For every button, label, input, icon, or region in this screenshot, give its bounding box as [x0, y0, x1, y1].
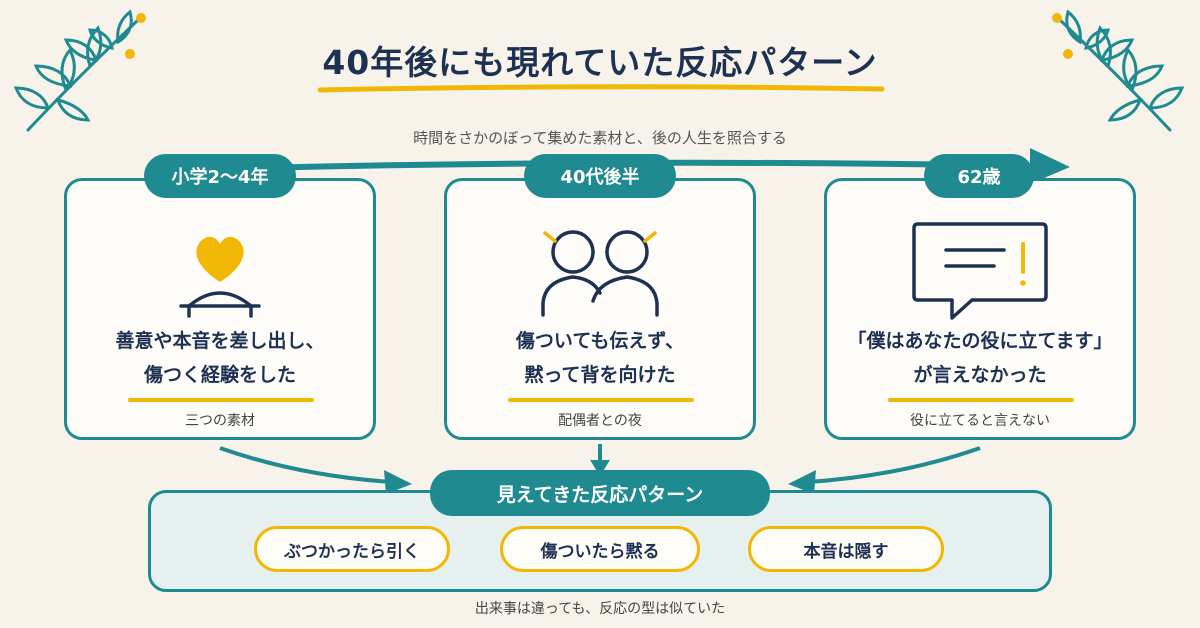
stage-2-underline	[508, 398, 694, 402]
page-title: 40年後にも現れていた反応パターン	[322, 43, 878, 82]
stage-3-caption: 役に立てると言えない	[910, 413, 1050, 429]
stage-3-underline	[888, 398, 1074, 402]
stage-card-1	[64, 178, 376, 440]
stage-1-label: 小学2〜4年	[144, 154, 296, 198]
page-subtitle: 時間をさかのぼって集めた素材と、後の人生を照合する	[413, 129, 787, 147]
stage-1-line-2: 傷つく経験をした	[143, 364, 296, 386]
stage-2-caption: 配偶者との夜	[558, 413, 642, 429]
leaf-branch-left-icon	[13, 9, 146, 132]
speech-bubble-icon	[912, 222, 1048, 320]
stage-2-line-1: 傷ついても伝えず、	[515, 330, 685, 352]
connector-arrows	[219, 444, 981, 494]
pattern-item-3: 本音は隠す	[748, 526, 944, 572]
stage-1-caption: 三つの素材	[185, 413, 255, 429]
pattern-item-1: ぶつかったら引く	[254, 526, 450, 572]
heart-icon	[179, 236, 261, 318]
title-underline	[317, 84, 885, 93]
stage-3-line-1: 「僕はあなたの役に立てます」	[847, 330, 1113, 352]
two-people-icon	[541, 230, 659, 317]
stage-3-line-2: が言えなかった	[913, 364, 1047, 386]
footer-note: 出来事は違っても、反応の型は似ていた	[474, 601, 726, 617]
stage-3-label: 62歳	[924, 154, 1034, 198]
leaf-branch-right-icon	[1052, 9, 1185, 132]
stage-2-label: 40代後半	[524, 154, 676, 198]
stage-card-2	[444, 178, 756, 440]
pattern-item-2: 傷ついたら黙る	[500, 526, 700, 572]
stage-1-underline	[128, 398, 314, 402]
stage-card-3	[824, 178, 1136, 440]
pattern-title: 見えてきた反応パターン	[430, 470, 770, 516]
stage-2-line-2: 黙って背を向けた	[524, 364, 676, 386]
stage-1-line-1: 善意や本音を差し出し、	[115, 330, 325, 352]
